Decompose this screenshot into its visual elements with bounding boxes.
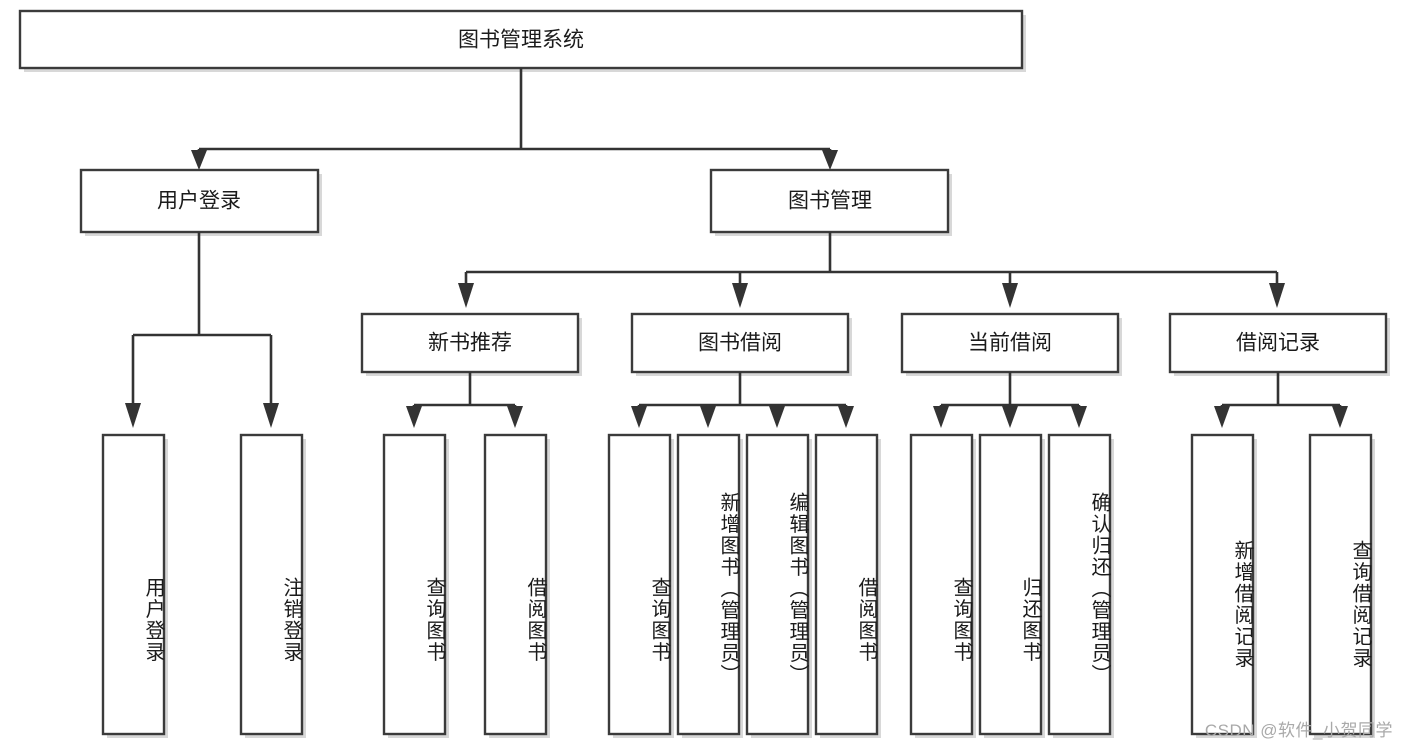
connector-book-management-to-level3 — [458, 232, 1285, 308]
node-current-borrow[interactable]: 当前借阅 — [900, 312, 1122, 376]
leaf-query-book-borrow[interactable] — [607, 433, 674, 738]
node-new-book-recommend-label: 新书推荐 — [428, 332, 512, 355]
connector-new-book-recommend-to-leaves — [406, 372, 523, 428]
leaf-borrow-book-recommend[interactable] — [483, 433, 550, 738]
leaf-confirm-return-admin-label: 确认归还（管理员） — [1088, 492, 1110, 686]
leaf-query-book-current-label: 查询图书 — [950, 577, 972, 663]
leaf-edit-book-admin-label: 编辑图书（管理员） — [786, 492, 808, 686]
connector-root-to-level2 — [191, 68, 838, 170]
node-user-login-label: 用户登录 — [157, 190, 241, 213]
node-book-management-label: 图书管理 — [788, 190, 872, 213]
leaf-borrow-book[interactable] — [814, 433, 881, 738]
leaf-add-book-admin[interactable] — [676, 433, 743, 738]
node-book-borrow[interactable]: 图书借阅 — [630, 312, 852, 376]
connector-book-borrow-to-leaves — [631, 372, 854, 428]
leaf-add-book-admin-label: 新增图书（管理员） — [717, 492, 739, 686]
node-borrow-record[interactable]: 借阅记录 — [1168, 312, 1390, 376]
node-current-borrow-label: 当前借阅 — [968, 332, 1052, 355]
connector-current-borrow-to-leaves — [933, 372, 1087, 428]
leaf-logout-label: 注销登录 — [280, 577, 302, 663]
leaf-return-book-label: 归还图书 — [1019, 577, 1041, 663]
leaf-borrow-book-label: 借阅图书 — [855, 577, 877, 663]
node-root-system[interactable]: 图书管理系统 — [18, 9, 1026, 72]
leaf-add-borrow-record-label: 新增借阅记录 — [1231, 539, 1253, 669]
leaf-query-book-recommend-label: 查询图书 — [423, 577, 445, 663]
leaf-return-book[interactable] — [978, 433, 1045, 738]
leaf-edit-book-admin[interactable] — [745, 433, 812, 738]
leaf-query-book-recommend[interactable] — [382, 433, 449, 738]
leaf-add-borrow-record[interactable] — [1190, 433, 1257, 738]
leaf-user-login-label: 用户登录 — [142, 577, 164, 663]
leaf-query-book-current[interactable] — [909, 433, 976, 738]
node-book-management[interactable]: 图书管理 — [709, 168, 952, 236]
leaf-logout[interactable] — [239, 433, 306, 738]
node-root-system-label: 图书管理系统 — [458, 29, 584, 52]
node-user-login[interactable]: 用户登录 — [79, 168, 322, 236]
leaf-user-login[interactable] — [101, 433, 168, 738]
node-book-borrow-label: 图书借阅 — [698, 332, 782, 355]
leaf-query-borrow-record[interactable] — [1308, 433, 1375, 738]
leaf-confirm-return-admin[interactable] — [1047, 433, 1114, 738]
connector-borrow-record-to-leaves — [1214, 372, 1348, 428]
leaf-borrow-book-recommend-label: 借阅图书 — [524, 577, 546, 663]
leaf-query-borrow-record-label: 查询借阅记录 — [1349, 539, 1371, 669]
watermark-text: CSDN @软件_小贺同学 — [1204, 721, 1393, 740]
node-new-book-recommend[interactable]: 新书推荐 — [360, 312, 582, 376]
connector-user-login-to-leaves — [125, 232, 279, 428]
node-borrow-record-label: 借阅记录 — [1236, 332, 1320, 355]
leaf-query-book-borrow-label: 查询图书 — [648, 577, 670, 663]
